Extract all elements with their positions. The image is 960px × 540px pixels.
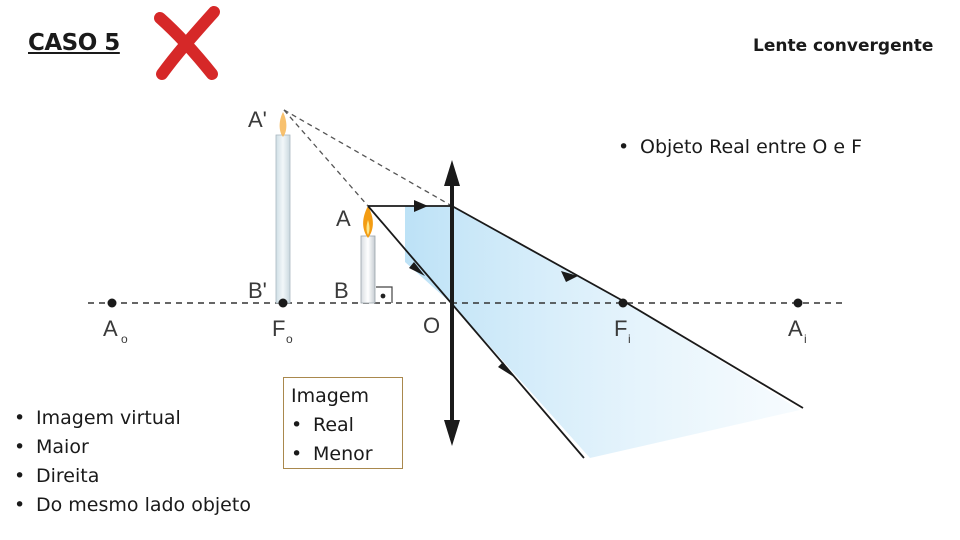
- point-fo: [278, 298, 288, 308]
- object-description-list: Objeto Real entre O e F: [618, 136, 862, 158]
- point-fi: [618, 298, 628, 308]
- label-ao-sub: o: [121, 332, 128, 346]
- label-o: O: [423, 313, 440, 338]
- list-item: Objeto Real entre O e F: [618, 136, 862, 158]
- label-ai-sub: i: [804, 332, 807, 346]
- arrowhead: [561, 271, 578, 282]
- lens-bottom-arrow: [444, 420, 460, 446]
- virtual-ray-1: [283, 109, 453, 207]
- label-fo-sub: o: [286, 332, 293, 346]
- list-item: Maior: [14, 433, 251, 462]
- arrowhead: [409, 262, 425, 276]
- label-a-prime: A': [248, 107, 267, 132]
- image-characteristics-list: Imagem virtual Maior Direita Do mesmo la…: [14, 404, 251, 520]
- image-box-list: Real Menor: [291, 411, 402, 469]
- case-title: CASO 5: [28, 30, 120, 56]
- virtual-image-candle: [275, 134, 291, 304]
- label-a: A: [336, 206, 351, 231]
- label-b: B: [334, 278, 349, 303]
- virtual-ray-2: [283, 109, 369, 207]
- point-ai: [793, 298, 803, 308]
- label-ao: A: [103, 316, 118, 341]
- light-beam: [405, 206, 800, 458]
- image-box-heading: Imagem: [291, 385, 370, 407]
- arrowhead: [498, 362, 514, 377]
- label-b-prime: B': [248, 278, 267, 303]
- red-x-icon: [154, 6, 220, 80]
- image-answer-box: Imagem Real Menor: [283, 377, 403, 469]
- object-candle: [360, 235, 376, 304]
- list-item: Real: [291, 411, 402, 440]
- lens-top-arrow: [444, 160, 460, 186]
- list-item: Imagem virtual: [14, 404, 251, 433]
- virtual-image-flame: [279, 112, 287, 137]
- list-item: Direita: [14, 462, 251, 491]
- list-item: Do mesmo lado objeto: [14, 491, 251, 520]
- right-angle-marker: [376, 286, 393, 303]
- label-fo: F: [272, 316, 285, 341]
- label-ai: A: [788, 316, 803, 341]
- label-fi-sub: i: [628, 332, 631, 346]
- point-ao: [107, 298, 117, 308]
- lens-title: Lente convergente: [753, 36, 934, 56]
- ray-parallel: [368, 205, 804, 409]
- list-item: Menor: [291, 440, 402, 469]
- label-fi: F: [614, 316, 627, 341]
- arrowhead: [414, 200, 428, 212]
